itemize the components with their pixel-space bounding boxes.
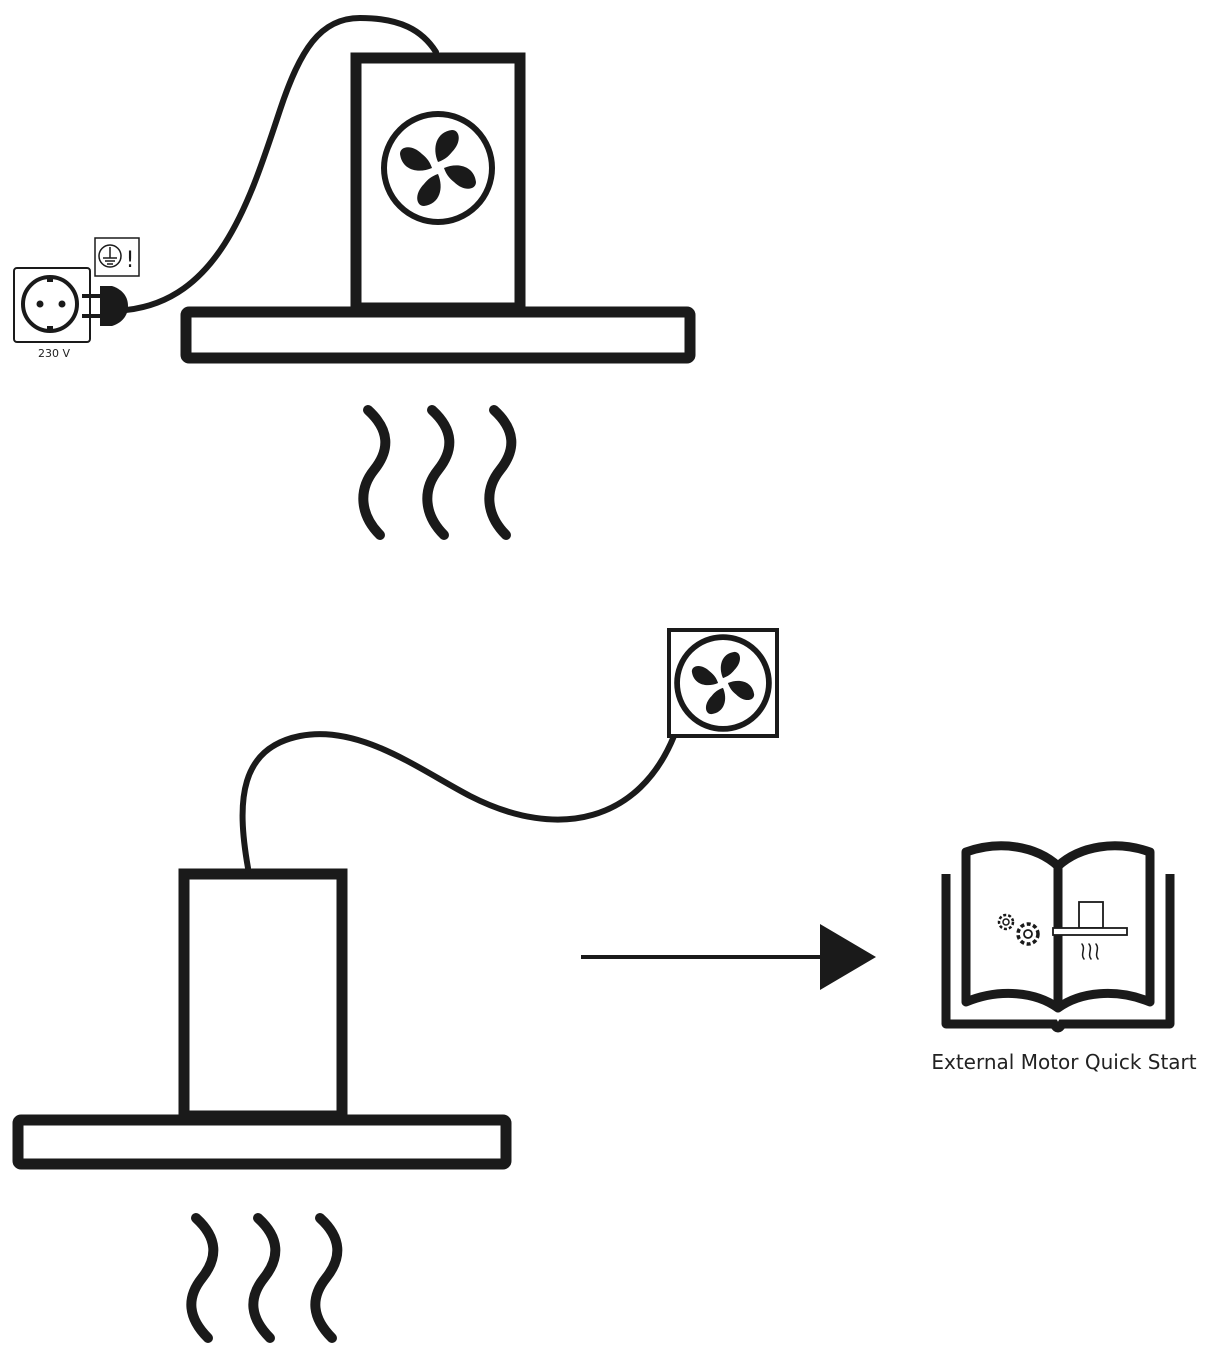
power-cable: [123, 14, 439, 313]
plug-icon: [82, 286, 128, 326]
manual-book-icon: [941, 841, 1175, 1033]
power-outlet-icon: [13, 267, 91, 343]
earth-warning-mark: !: [126, 248, 135, 273]
hood-canopy: [180, 306, 696, 364]
manual-caption: External Motor Quick Start: [931, 1050, 1196, 1074]
fan-icon: [674, 634, 772, 732]
earth-ground-warning-icon: !: [94, 237, 140, 277]
hood-canopy: [12, 1114, 512, 1170]
steam-icon: [186, 1213, 343, 1343]
hood-chimney: [178, 868, 348, 1122]
outlet-voltage-label: 230 V: [38, 347, 70, 360]
gear-icon: [1016, 922, 1040, 946]
hood-external-motor: [12, 731, 677, 1343]
range-hood-icon: [1052, 901, 1128, 960]
steam-icon: [358, 405, 517, 540]
arrow-right-icon: [581, 924, 876, 990]
fan-icon: [381, 111, 495, 225]
external-fan-unit: [667, 628, 779, 738]
gear-icon: [997, 913, 1015, 931]
external-motor-cable: [239, 731, 677, 871]
hood-internal-motor: [123, 14, 696, 540]
